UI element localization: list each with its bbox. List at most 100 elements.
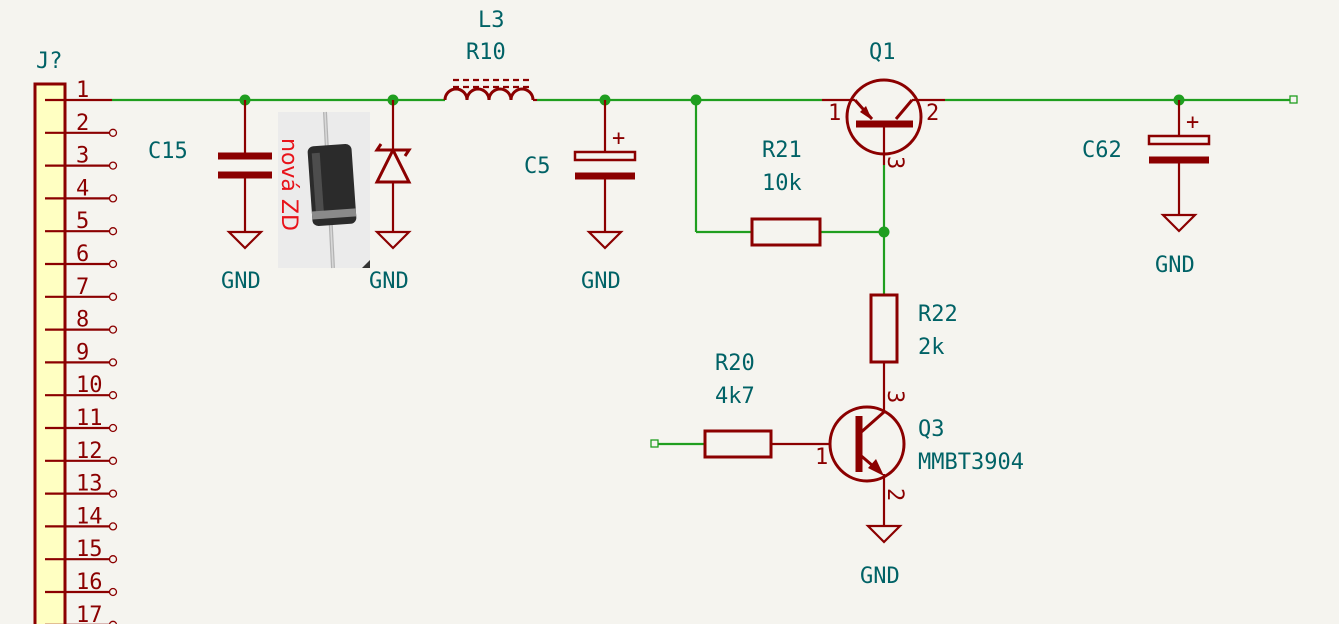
connector-pin-3[interactable]: 3 <box>45 144 118 170</box>
gnd-label: GND <box>1155 253 1195 278</box>
pin-end-marker <box>108 292 118 301</box>
connector-pin-label: 8 <box>76 308 89 333</box>
resistor-r21[interactable]: R21 10k <box>750 138 822 247</box>
pin-end-marker <box>108 128 118 137</box>
connector-pin-label: 9 <box>76 340 89 365</box>
c5-ref: C5 <box>524 154 551 179</box>
photo-note: nová ZD <box>276 138 301 231</box>
pin-end-marker <box>108 227 118 236</box>
connector-pin-label: 15 <box>76 537 103 562</box>
connector-pin-label: 16 <box>76 570 103 595</box>
connector-pin-label: 11 <box>76 406 103 431</box>
q1-ref: Q1 <box>869 40 896 65</box>
c62-plus: + <box>1186 110 1199 135</box>
transistor-q1[interactable]: Q1 1 2 3 <box>822 40 945 169</box>
connector-pin-label: 14 <box>76 504 103 529</box>
connector-pin-2[interactable]: 2 <box>45 111 118 137</box>
connector-pin-label: 3 <box>76 144 89 169</box>
connector-pin-8[interactable]: 8 <box>45 308 118 334</box>
junction-r21 <box>690 94 702 106</box>
connector-pin-6[interactable]: 6 <box>45 242 118 269</box>
connector-pin-label: 2 <box>76 111 89 136</box>
pin-end-marker <box>108 620 118 624</box>
q1-pin3: 3 <box>882 156 907 169</box>
zener-diode[interactable] <box>374 100 412 232</box>
pin-end-marker <box>108 555 118 564</box>
connector-pin-label: 17 <box>76 603 103 624</box>
connector-pin-17[interactable]: 17 <box>45 603 118 624</box>
pin-end-marker <box>108 325 118 334</box>
resistor-r20[interactable]: R20 4k7 <box>703 351 830 459</box>
connector-pin-5[interactable]: 5 <box>45 209 118 236</box>
q1-pin2: 2 <box>926 101 939 126</box>
r22-value: 2k <box>918 335 945 360</box>
connector-pin-9[interactable]: 9 <box>45 340 118 367</box>
c5-plus: + <box>612 126 625 151</box>
r22-ref: R22 <box>918 302 958 327</box>
wire-end-right <box>1289 95 1298 104</box>
gnd-symbol-c5: GND <box>581 230 624 294</box>
connector-pin-label: 6 <box>76 242 89 267</box>
photo-cathode-band <box>311 208 357 220</box>
connector-pin-14[interactable]: 14 <box>45 504 118 531</box>
pin-end-marker <box>108 456 118 465</box>
q1-pin1: 1 <box>828 101 841 126</box>
gnd-label: GND <box>581 269 621 294</box>
c62-ref: C62 <box>1082 138 1122 163</box>
connector-pin-label: 4 <box>76 176 89 201</box>
gnd-symbol-c62: GND <box>1155 213 1198 278</box>
r20-value: 4k7 <box>715 384 755 409</box>
capacitor-c62[interactable]: C62 + <box>1082 100 1211 215</box>
pin-end-marker <box>108 522 118 531</box>
l3-ref: L3 <box>478 8 505 33</box>
q3-ref: Q3 <box>918 417 945 442</box>
connector-pin-15[interactable]: 15 <box>45 537 118 564</box>
r21-value: 10k <box>762 171 802 196</box>
connector-pin-16[interactable]: 16 <box>45 570 118 597</box>
junction-q1-collector <box>878 226 890 238</box>
inductor-l3[interactable]: L3 R10 <box>443 8 537 102</box>
connector-pin-1[interactable]: 1 <box>45 78 112 103</box>
connector-pin-4[interactable]: 4 <box>45 176 118 203</box>
connector-pin-label: 12 <box>76 439 103 464</box>
r21-ref: R21 <box>762 138 802 163</box>
capacitor-c15[interactable]: C15 <box>148 100 272 232</box>
pin-end-marker <box>108 587 118 597</box>
q3-value: MMBT3904 <box>918 450 1024 475</box>
r20-ref: R20 <box>715 351 755 376</box>
connector-pin-label: 5 <box>76 209 89 234</box>
connector-pin-10[interactable]: 10 <box>45 373 118 400</box>
connector-pin-11[interactable]: 11 <box>45 406 118 433</box>
gnd-symbol-q3: GND <box>860 524 903 589</box>
gnd-symbol-diode: GND <box>369 230 412 294</box>
connector-pin-7[interactable]: 7 <box>45 275 118 301</box>
connector-pin-13[interactable]: 13 <box>45 472 118 498</box>
connector-pin-label: 1 <box>76 78 89 103</box>
diode-photo[interactable]: nová ZD <box>276 111 370 269</box>
pin-end-marker <box>108 194 118 203</box>
connector-pin-12[interactable]: 12 <box>45 439 118 465</box>
l3-value: R10 <box>466 40 506 65</box>
resistor-r22[interactable]: R22 2k <box>869 293 958 412</box>
connector-pin-label: 10 <box>76 373 103 398</box>
pin-end-marker <box>108 391 118 400</box>
wire-end-r20 <box>650 439 659 448</box>
junctions <box>239 94 1185 238</box>
pin-end-marker <box>108 259 118 269</box>
connector-pin-label: 7 <box>76 275 89 300</box>
connector-pin-label: 13 <box>76 472 103 497</box>
transistor-q3[interactable]: Q3 MMBT3904 1 2 3 <box>815 390 1024 526</box>
pin-end-marker <box>108 489 118 498</box>
gnd-label: GND <box>221 269 261 294</box>
c15-ref: C15 <box>148 139 188 164</box>
q3-pin3: 3 <box>882 390 907 403</box>
q3-pin2: 2 <box>882 488 907 501</box>
pin-end-marker <box>108 358 118 367</box>
capacitor-c5[interactable]: C5 + <box>524 100 637 232</box>
q3-pin1: 1 <box>815 445 828 470</box>
connector-body <box>33 82 67 624</box>
pin-end-marker <box>108 423 118 433</box>
